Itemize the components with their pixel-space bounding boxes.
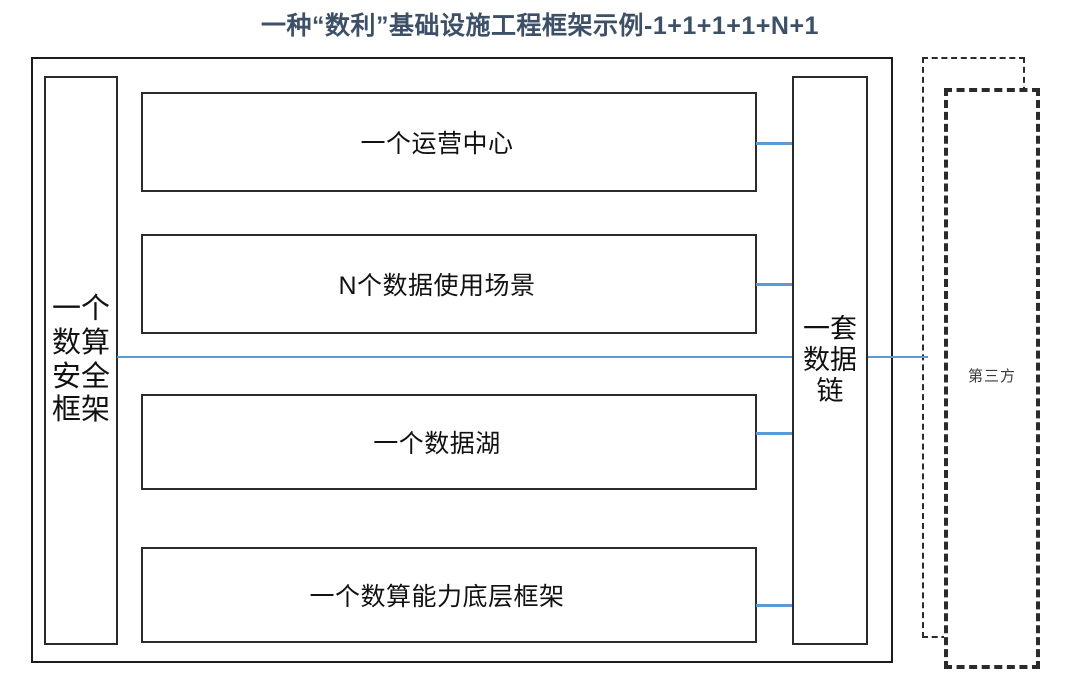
stack-box-label: 一个数据湖 <box>373 430 501 458</box>
right-pillar-label: 一套数据链 <box>803 313 857 407</box>
stack-box-label: 一个数算能力底层框架 <box>309 583 565 611</box>
stack-box-operations-center[interactable]: 一个运营中心 <box>141 92 757 192</box>
stack-box-label: 一个运营中心 <box>360 130 514 158</box>
stack-box-data-use-scenarios[interactable]: N个数据使用场景 <box>141 234 757 334</box>
connector-compute-foundation <box>756 604 794 607</box>
stack-box-data-lake[interactable]: 一个数据湖 <box>141 394 757 490</box>
left-pillar-box[interactable]: 一个数算安全框架 <box>44 76 118 645</box>
third-party-box[interactable]: 第三方 <box>944 88 1040 669</box>
connector-operations-center <box>756 142 794 145</box>
connector-main-data-chain <box>117 356 928 358</box>
stack-box-label: N个数据使用场景 <box>338 272 536 300</box>
right-pillar-box[interactable]: 一套数据链 <box>792 76 868 645</box>
third-party-label: 第三方 <box>967 368 1016 385</box>
connector-data-use-scenarios <box>756 283 794 286</box>
page-title: 一种“数利”基础设施工程框架示例-1+1+1+1+N+1 <box>261 12 819 40</box>
outer-frame <box>31 57 893 663</box>
connector-data-lake <box>756 432 794 435</box>
stack-box-compute-foundation[interactable]: 一个数算能力底层框架 <box>141 547 757 643</box>
left-pillar-label: 一个数算安全框架 <box>51 293 110 427</box>
